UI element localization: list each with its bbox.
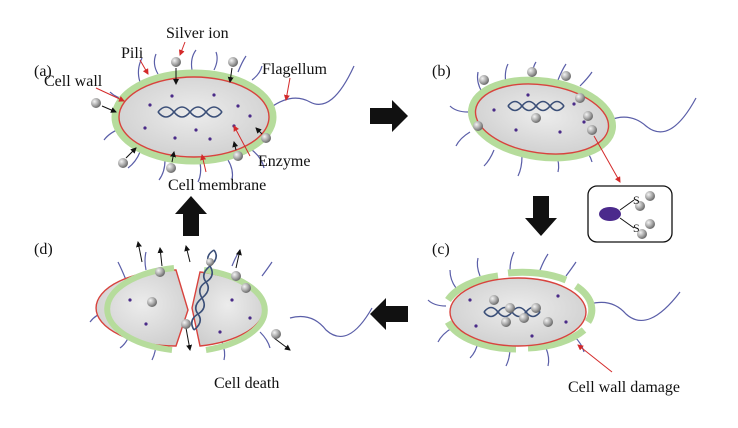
silver-ion-spheres-a [91, 57, 271, 173]
dna-helix-a [157, 106, 223, 118]
bacterium-panel-d [89, 241, 373, 361]
sulfur-label-top: S [633, 193, 640, 207]
label-cell-membrane: Cell membrane [168, 177, 266, 194]
pointer-wall-damage [577, 344, 613, 373]
enzyme-inset-box [587, 185, 673, 243]
dna-helix-b [507, 100, 565, 112]
panel-tag-a: (a) [34, 63, 52, 80]
panel-tag-d: (d) [34, 241, 53, 258]
damaged-cell-wall-c [444, 268, 596, 353]
arrow-a-to-b [370, 100, 408, 132]
enzymes-d [128, 298, 252, 334]
bacterium-panel-c [427, 251, 681, 373]
arrow-c-to-d [370, 298, 408, 330]
enzyme-oval [599, 207, 621, 221]
sulfur-label-bottom: S [633, 221, 640, 235]
arrow-d-to-a [175, 196, 207, 236]
pointer-to-inset [593, 135, 621, 183]
label-cell-death: Cell death [214, 375, 279, 392]
enzymes-c [468, 294, 568, 338]
flagellum-b [609, 97, 697, 133]
flagellum-c [589, 291, 681, 322]
cell-membrane-c [449, 277, 587, 347]
flagellum-a [269, 65, 355, 109]
label-cell-wall-damage: Cell wall damage [568, 379, 680, 396]
cell-wall-b [467, 76, 617, 162]
bacterium-panel-b [449, 61, 697, 183]
label-cell-wall: Cell wall [44, 73, 103, 90]
cell-membrane-b [474, 83, 610, 155]
arrow-b-to-c [525, 196, 557, 236]
cell-membrane-a [118, 76, 270, 158]
label-pointers-a [95, 41, 291, 173]
ions-escaping-d [136, 241, 291, 351]
silver-ions-a [101, 67, 263, 163]
process-arrows [175, 100, 557, 330]
panel-tag-c: (c) [432, 241, 450, 258]
bacterium-panel-a [91, 41, 355, 183]
cell-wall-a [111, 69, 277, 165]
label-enzyme: Enzyme [258, 153, 310, 170]
label-pili: Pili [121, 45, 144, 62]
panel-tag-b: (b) [432, 63, 451, 80]
flagellum-d [289, 307, 373, 338]
label-silver-ion: Silver ion [166, 25, 229, 42]
enzymes-b [492, 93, 586, 134]
silver-ion-spheres-b [473, 67, 597, 135]
label-flagellum: Flagellum [262, 61, 327, 78]
silver-ion-spheres-c [489, 295, 553, 327]
silver-ion-spheres-d [147, 258, 281, 339]
